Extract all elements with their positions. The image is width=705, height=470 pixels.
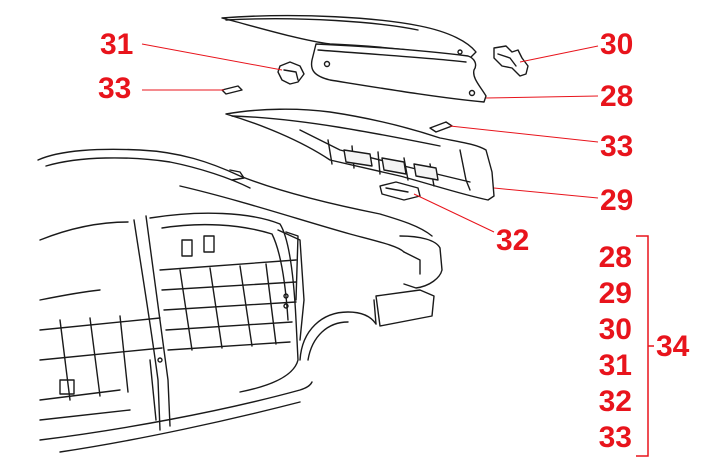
part-29-shelf: [225, 108, 495, 201]
group-item-29: 29: [598, 277, 632, 310]
leader-29: [493, 187, 599, 199]
group-item-30: 30: [598, 313, 632, 346]
deck-lid: [221, 14, 477, 59]
leader-31: [141, 43, 283, 71]
group-bracket: [636, 235, 654, 457]
callout-31: 31: [100, 28, 134, 61]
callout-29: 29: [600, 184, 634, 217]
part-32-pad: [379, 181, 421, 201]
part-31-bracket: [277, 61, 305, 85]
leader-28: [485, 95, 599, 99]
part-30-bracket: [493, 45, 529, 77]
callout-32: 32: [496, 224, 530, 257]
callout-33-left: 33: [98, 72, 132, 105]
callout-28: 28: [600, 80, 634, 113]
body-shell: [37, 148, 443, 453]
leader-lines: [141, 43, 599, 233]
group-item-28: 28: [598, 241, 632, 274]
leader-30: [519, 45, 599, 63]
group-item-31: 31: [598, 349, 632, 382]
group-total-34: 34: [656, 330, 690, 363]
leader-33-right: [449, 125, 599, 143]
group-item-33: 33: [598, 421, 632, 454]
part-33-clip-right: [429, 121, 453, 133]
part-33-clip-left: [221, 85, 243, 95]
callout-33-right: 33: [600, 130, 634, 163]
callout-30: 30: [600, 28, 634, 61]
leader-32: [413, 193, 495, 233]
group-item-32: 32: [598, 385, 632, 418]
part-28-panel: [310, 43, 487, 103]
